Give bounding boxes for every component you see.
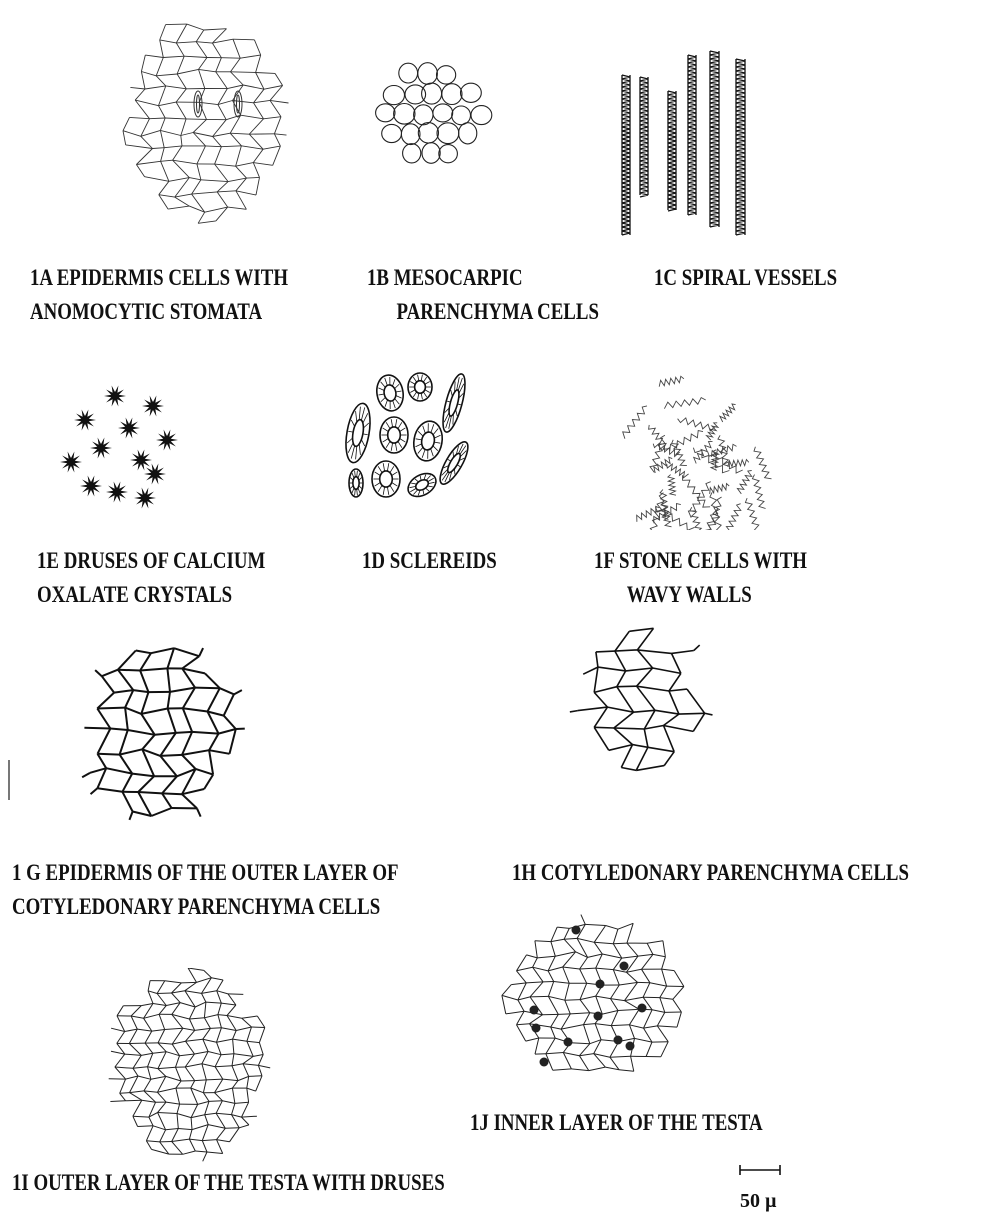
caption-1e-line2: OXALATE CRYSTALS — [37, 578, 265, 612]
caption-1b-line1: 1B MESOCARPIC — [367, 261, 599, 295]
caption-1a-line2: ANOMOCYTIC STOMATA — [30, 295, 288, 329]
outer-testa-cell-network — [109, 968, 271, 1161]
parenchyma-cells — [376, 63, 492, 164]
caption-1a: 1A EPIDERMIS CELLS WITH ANOMOCYTIC STOMA… — [30, 261, 288, 329]
caption-1g: 1 G EPIDERMIS OF THE OUTER LAYER OF COTY… — [12, 856, 399, 924]
panel-1g-svg — [78, 632, 248, 832]
caption-1c-line1: 1C SPIRAL VESSELS — [654, 261, 837, 295]
panel-1e-svg — [55, 384, 185, 510]
panel-1d-svg — [336, 363, 472, 513]
margin-mark — [8, 760, 10, 800]
panel-1a-epidermis-drawing — [120, 12, 290, 224]
caption-1f-line1: 1F STONE CELLS WITH — [594, 544, 807, 578]
caption-1g-line2: COTYLEDONARY PARENCHYMA CELLS — [12, 890, 399, 924]
caption-1g-line1: 1 G EPIDERMIS OF THE OUTER LAYER OF — [12, 856, 399, 890]
caption-1j-line1: 1J INNER LAYER OF THE TESTA — [470, 1106, 763, 1140]
caption-1d-line1: 1D SCLEREIDS — [362, 544, 497, 578]
panel-1h-svg — [566, 612, 716, 788]
scale-bar-label: 50 µ — [740, 1190, 777, 1213]
caption-1h-line1: 1H COTYLEDONARY PARENCHYMA CELLS — [512, 856, 909, 890]
epidermis-bold-cell-network — [82, 648, 245, 820]
panel-1j-svg — [500, 912, 692, 1084]
inner-testa-cell-network — [502, 915, 684, 1072]
sclereid-cells — [342, 372, 472, 501]
spiral-vessels — [622, 51, 745, 235]
caption-1e: 1E DRUSES OF CALCIUM OXALATE CRYSTALS — [37, 544, 265, 612]
caption-1h: 1H COTYLEDONARY PARENCHYMA CELLS — [512, 856, 909, 890]
panel-1f-stone-cells-drawing — [620, 362, 775, 530]
panel-1a-svg — [120, 12, 290, 224]
cotyledonary-cell-network — [570, 628, 713, 770]
caption-1e-line1: 1E DRUSES OF CALCIUM — [37, 544, 265, 578]
panel-1b-mesocarpic-drawing — [365, 62, 497, 166]
panel-1g-epidermis-drawing — [78, 632, 248, 832]
panel-1h-cotyledonary-drawing — [566, 612, 716, 788]
caption-1f-line2: WAVY WALLS — [594, 578, 807, 612]
caption-1i-line1: 1I OUTER LAYER OF THE TESTA WITH DRUSES — [12, 1166, 445, 1200]
panel-1i-outer-testa-drawing — [104, 968, 272, 1164]
panel-1d-sclereids-drawing — [336, 363, 472, 513]
caption-1d: 1D SCLEREIDS — [362, 544, 497, 578]
panel-1b-svg — [365, 62, 497, 166]
panel-1c-svg — [610, 45, 755, 237]
caption-1j: 1J INNER LAYER OF THE TESTA — [470, 1106, 763, 1140]
panel-1i-svg — [104, 968, 272, 1164]
panel-1c-spiral-vessels-drawing — [610, 45, 755, 237]
caption-1b-line2: PARENCHYMA CELLS — [367, 295, 599, 329]
panel-1e-druses-drawing — [55, 384, 185, 510]
wavy-stone-cells — [623, 376, 772, 530]
epidermis-cell-network — [123, 24, 289, 223]
caption-1i: 1I OUTER LAYER OF THE TESTA WITH DRUSES — [12, 1166, 445, 1200]
caption-1c: 1C SPIRAL VESSELS — [654, 261, 837, 295]
caption-1a-line1: 1A EPIDERMIS CELLS WITH — [30, 261, 288, 295]
caption-1f: 1F STONE CELLS WITH WAVY WALLS — [594, 544, 807, 612]
panel-1j-inner-testa-drawing — [500, 912, 692, 1084]
druse-crystals — [60, 386, 178, 509]
scale-bar — [738, 1162, 782, 1176]
caption-1b: 1B MESOCARPIC PARENCHYMA CELLS — [367, 261, 599, 329]
panel-1f-svg — [620, 362, 775, 530]
